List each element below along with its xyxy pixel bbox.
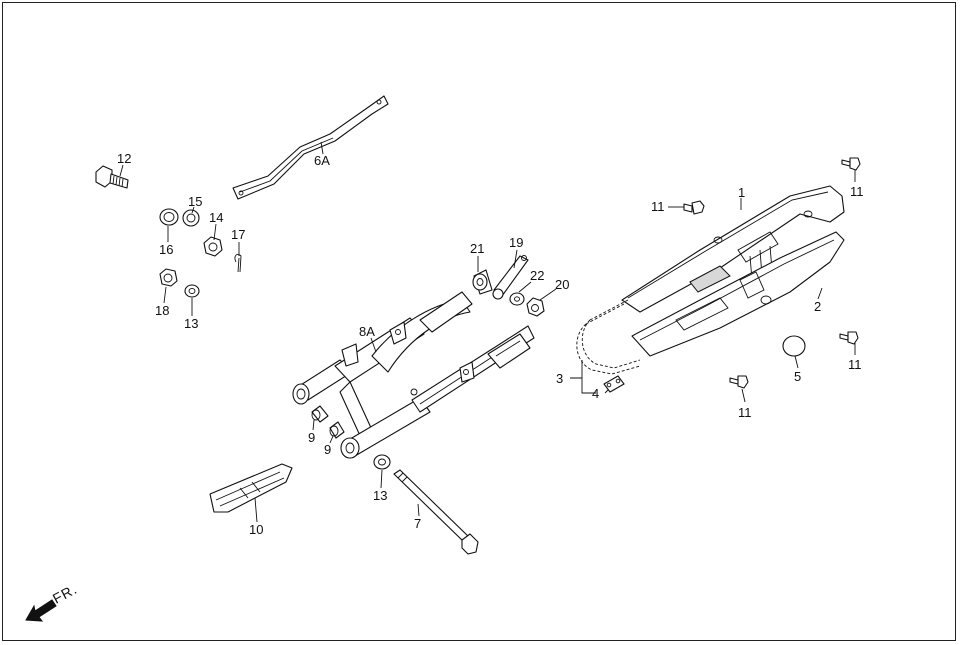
callout-6a: 6A: [314, 153, 330, 168]
callout-13-upper: 13: [184, 316, 198, 331]
callout-1: 1: [738, 185, 745, 200]
cap-5: [782, 335, 806, 357]
leader-lines: [119, 141, 856, 523]
pivot-bolt-7: [393, 469, 479, 555]
callout-labels: 12 15 16 14 17 18 13 6A 8A 9 9 10 13 7 2…: [117, 151, 864, 537]
bolt-11-top-right: [841, 157, 861, 171]
callout-21: 21: [470, 241, 484, 256]
callout-12: 12: [117, 151, 131, 166]
washer-22: [509, 292, 525, 306]
adjuster-bolt-19: [492, 255, 529, 300]
callout-9-a: 9: [308, 430, 315, 445]
bushing-9-b: [329, 421, 345, 439]
chain-case-lower-2: [631, 231, 845, 357]
callout-17: 17: [231, 227, 245, 242]
cotter-pin-17: [234, 253, 242, 273]
bolt-11-mid-right: [839, 331, 859, 345]
front-arrow-icon: [25, 599, 57, 622]
collar-21: [472, 269, 493, 295]
callout-4: 4: [592, 386, 599, 401]
callout-7: 7: [414, 516, 421, 531]
nut-20: [526, 297, 545, 317]
collar-16: [159, 208, 179, 226]
callout-8a: 8A: [359, 324, 375, 339]
chain-slider-10: [209, 463, 293, 513]
nut-18: [159, 268, 178, 287]
callout-11-left: 11: [651, 199, 665, 214]
callout-13-lower: 13: [373, 488, 387, 503]
callout-9-b: 9: [324, 442, 331, 457]
callout-18: 18: [155, 303, 169, 318]
callout-14: 14: [209, 210, 223, 225]
callout-11-top-right: 11: [850, 184, 864, 199]
washer-13-upper: [184, 284, 200, 298]
callout-2: 2: [814, 299, 821, 314]
callout-16: 16: [159, 242, 173, 257]
brace-plate-6a: [232, 95, 389, 200]
chain-case-upper-1: [621, 185, 845, 313]
bolt-11-left: [683, 200, 705, 215]
callout-11-mid-right: 11: [848, 357, 862, 372]
callout-11-bottom: 11: [738, 405, 752, 420]
nut-14: [203, 236, 223, 257]
callout-19: 19: [509, 235, 523, 250]
drive-chain-3: [576, 299, 641, 375]
swingarm-8a: [292, 291, 535, 459]
callout-10: 10: [249, 522, 263, 537]
callout-22: 22: [530, 268, 544, 283]
front-label: FR.: [50, 581, 80, 607]
master-link-4: [603, 375, 625, 393]
callout-15: 15: [188, 194, 202, 209]
callout-5: 5: [794, 369, 801, 384]
bolt-11-bottom: [729, 375, 749, 389]
washer-15: [182, 209, 200, 227]
front-direction-indicator: FR.: [25, 581, 80, 622]
bolt-12: [95, 165, 129, 189]
bushing-9-a: [311, 405, 329, 423]
callout-20: 20: [555, 277, 569, 292]
callout-3: 3: [556, 371, 563, 386]
washer-13-lower: [373, 454, 391, 470]
